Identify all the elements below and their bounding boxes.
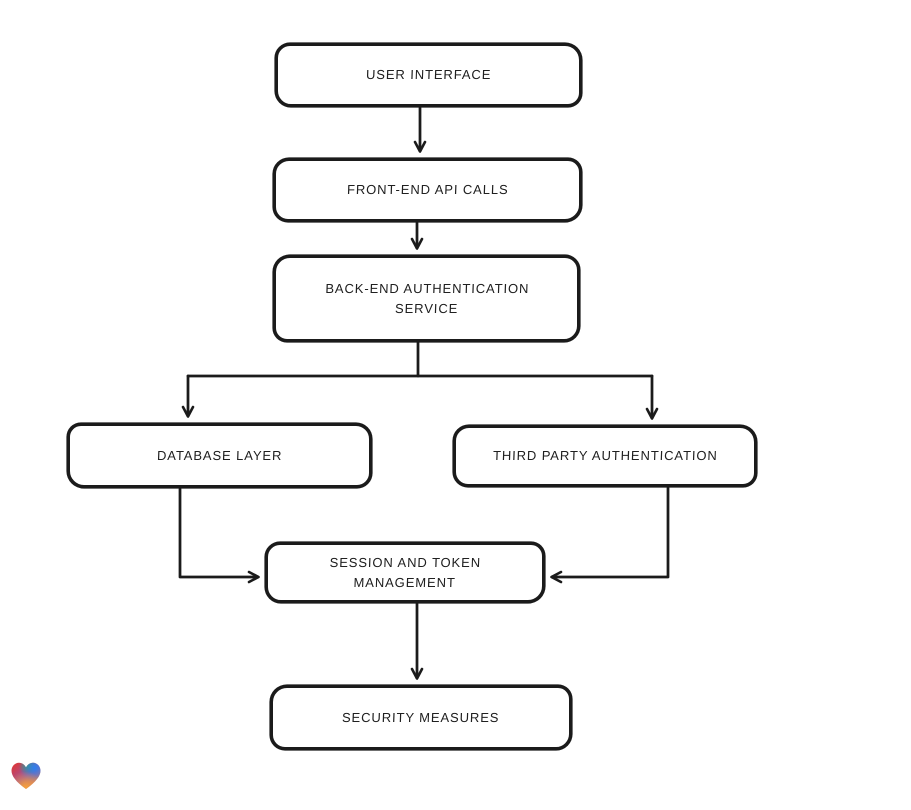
node-third-party-authentication[interactable]: THIRD PARTY AUTHENTICATION [453,425,757,487]
node-front-end-api-calls[interactable]: FRONT-END API CALLS [273,158,582,222]
node-back-end-authentication-service[interactable]: BACK-END AUTHENTICATION SERVICE [273,255,580,342]
edge-database-to-session [178,487,260,584]
node-security-measures[interactable]: SECURITY MEASURES [270,685,572,750]
node-label: SECURITY MEASURES [342,709,500,725]
node-database-layer[interactable]: DATABASE LAYER [67,423,372,488]
node-session-and-token-management[interactable]: SESSION AND TOKEN MANAGEMENT [265,542,545,603]
node-label: SESSION AND TOKEN MANAGEMENT [329,555,482,590]
node-label: BACK-END AUTHENTICATION SERVICE [324,281,530,316]
node-label: USER INTERFACE [365,67,492,83]
node-label: DATABASE LAYER [156,447,283,463]
node-label: THIRD PARTY AUTHENTICATION [492,448,718,464]
edge-third-party-to-session [550,486,670,584]
heart-icon[interactable] [10,760,42,791]
node-label: FRONT-END API CALLS [346,182,509,198]
node-user-interface[interactable]: USER INTERFACE [275,43,582,107]
